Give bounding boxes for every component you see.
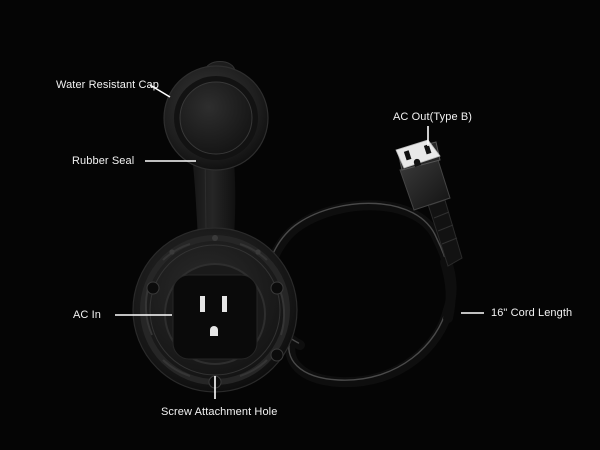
label-water-resistant-cap: Water Resistant Cap <box>56 79 159 91</box>
label-ac-in: AC In <box>73 309 102 321</box>
label-cord-length: 16" Cord Length <box>491 307 573 319</box>
label-rubber-seal: Rubber Seal <box>72 155 135 167</box>
cap-leader-line <box>149 84 171 98</box>
ac-out-plug <box>395 139 463 267</box>
label-screw-attachment-hole: Screw Attachment Hole <box>161 406 278 418</box>
inlet-body <box>132 227 298 393</box>
label-ac-out: AC Out(Type B) <box>393 111 473 123</box>
water-resistant-cap <box>163 61 269 171</box>
